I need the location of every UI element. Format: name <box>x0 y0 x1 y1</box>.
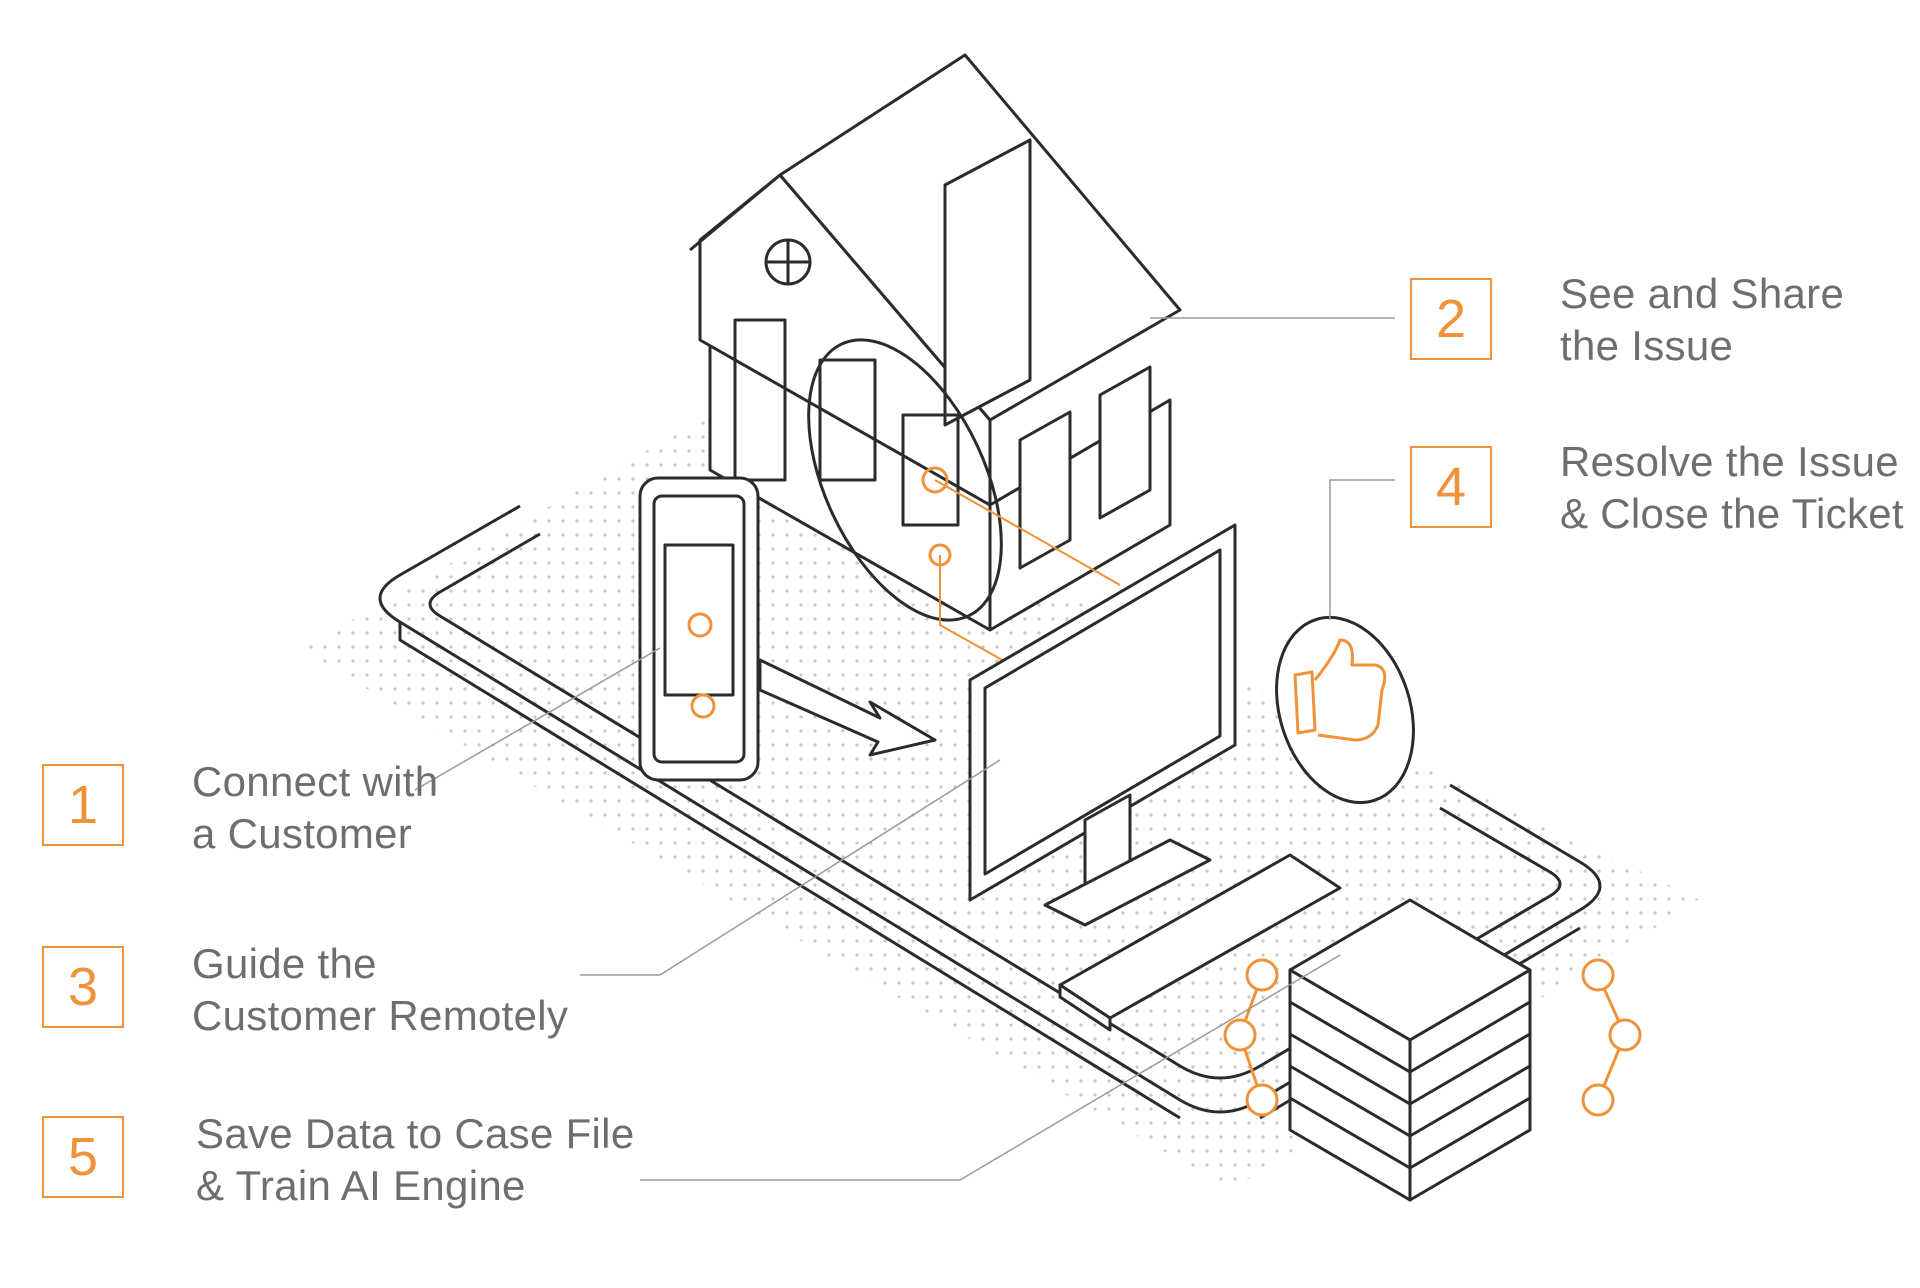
step-3-label: Guide the Customer Remotely <box>192 940 569 1039</box>
step-5: 5 Save Data to Case File & Train AI Engi… <box>42 1110 634 1212</box>
step-5-label: Save Data to Case File & Train AI Engine <box>196 1110 635 1209</box>
network-nodes-icon <box>1223 958 1642 1117</box>
step-2-label: See and Share the Issue <box>1560 270 1845 369</box>
step-1: 1 Connect with a Customer <box>42 758 438 860</box>
step-3-number: 3 <box>42 946 124 1028</box>
step-5-number: 5 <box>42 1116 124 1198</box>
step-4: 4 Resolve the Issue & Close the Ticket <box>1410 438 1904 540</box>
magnifier-circle <box>807 338 1003 622</box>
step-4-number: 4 <box>1410 446 1492 528</box>
step-1-label: Connect with a Customer <box>192 758 439 857</box>
server-stack-icon <box>1288 898 1532 1202</box>
step-4-label: Resolve the Issue & Close the Ticket <box>1560 438 1904 537</box>
step-2: 2 See and Share the Issue <box>1410 270 1844 372</box>
monitor-icon <box>968 523 1237 927</box>
keyboard-icon <box>1058 853 1342 1032</box>
step-2-number: 2 <box>1410 278 1492 360</box>
house-icon <box>689 53 1182 632</box>
connector-lines <box>934 479 1121 671</box>
step-1-number: 1 <box>42 764 124 846</box>
smartphone-icon <box>638 476 760 782</box>
arrow-icon <box>758 658 937 757</box>
thumbs-up-icon <box>1275 615 1415 805</box>
leader-lines <box>414 317 1395 1181</box>
step-3: 3 Guide the Customer Remotely <box>42 940 568 1042</box>
